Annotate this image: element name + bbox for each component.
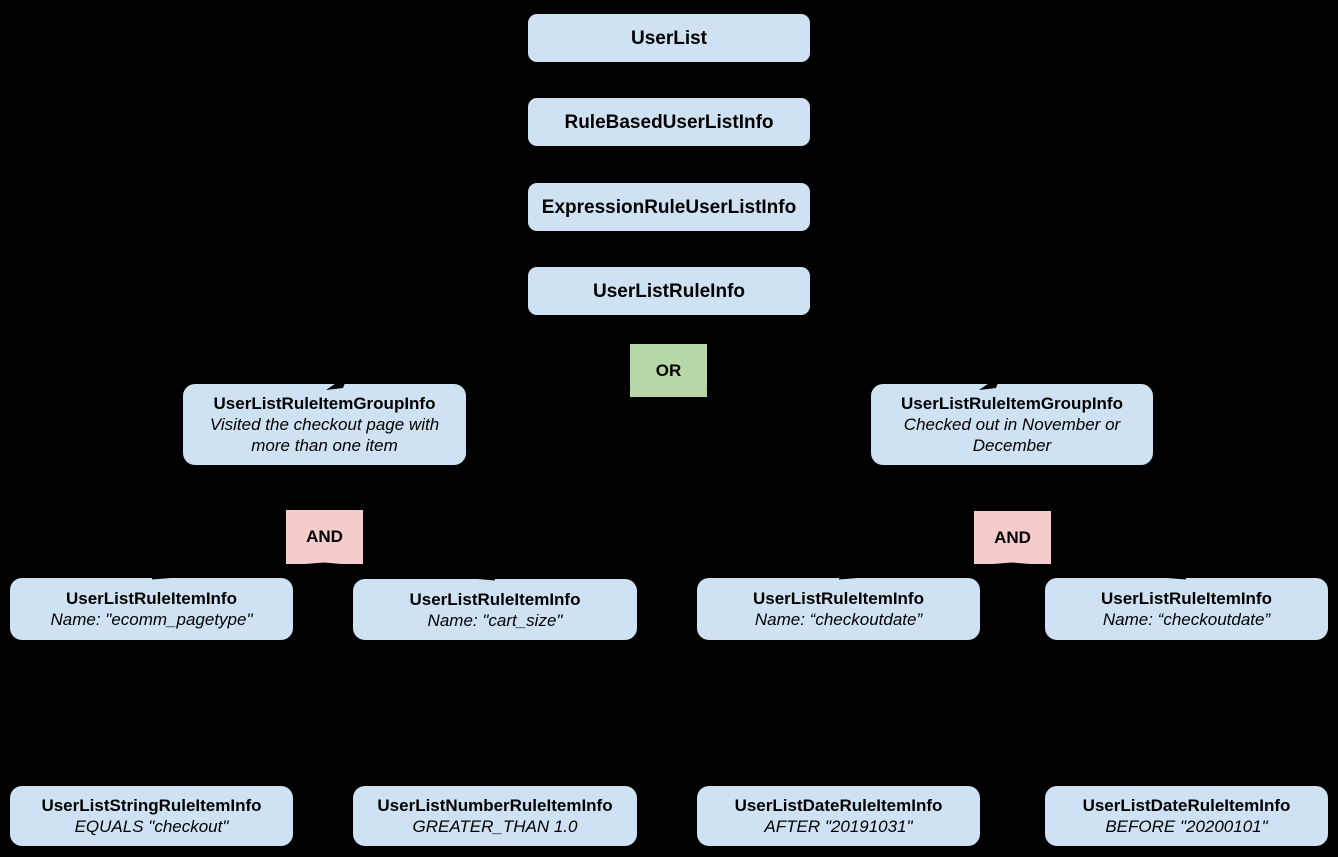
node-rule-item-group-left-description: Visited the checkout page with more than… [209, 415, 440, 455]
node-userlist: UserList [528, 14, 810, 62]
or-operator-label: OR [655, 360, 682, 380]
node-rule-item-checkoutdate-after-label: UserListRuleItemInfo [753, 589, 924, 608]
node-rule-item-checkoutdate-before-description: Name: “checkoutdate” [1102, 610, 1271, 629]
node-expression-rule-user-list-info: ExpressionRuleUserListInfo [528, 183, 810, 231]
node-rule-item-cart-size: UserListRuleItemInfo Name: "cart_size" [353, 579, 637, 640]
node-rule-based-user-list-info: RuleBasedUserListInfo [528, 98, 810, 146]
node-rule-item-group-right-description: Checked out in November or December [903, 415, 1121, 455]
node-number-rule-item-label: UserListNumberRuleItemInfo [377, 796, 613, 815]
node-rule-item-group-right: UserListRuleItemGroupInfo Checked out in… [871, 384, 1153, 465]
node-userlist-label: UserList [630, 27, 708, 49]
and-operator-right-box: AND [974, 511, 1051, 564]
node-rule-item-checkoutdate-before: UserListRuleItemInfo Name: “checkoutdate… [1045, 578, 1328, 640]
and-operator-right-label: AND [994, 527, 1031, 547]
node-rule-item-group-left-label: UserListRuleItemGroupInfo [213, 394, 436, 413]
node-date-rule-item-before-label: UserListDateRuleItemInfo [1082, 796, 1291, 815]
and-operator-left-label: AND [306, 527, 343, 546]
node-number-rule-item: UserListNumberRuleItemInfo GREATER_THAN … [353, 786, 637, 846]
node-rule-item-checkoutdate-after: UserListRuleItemInfo Name: “checkoutdate… [697, 578, 980, 640]
or-operator-box: OR [630, 344, 707, 397]
node-rule-based-user-list-info-label: RuleBasedUserListInfo [564, 111, 774, 133]
node-rule-item-checkoutdate-before-label: UserListRuleItemInfo [1101, 589, 1272, 608]
node-date-rule-item-after-label: UserListDateRuleItemInfo [734, 796, 943, 815]
and-operator-left-box: AND [286, 510, 363, 564]
node-user-list-rule-info: UserListRuleInfo [528, 267, 810, 315]
node-rule-item-cart-size-description: Name: "cart_size" [427, 610, 563, 630]
node-number-rule-item-description: GREATER_THAN 1.0 [412, 817, 578, 836]
node-string-rule-item-label: UserListStringRuleItemInfo [41, 796, 262, 815]
node-date-rule-item-after-description: AFTER "20191031" [764, 817, 913, 836]
node-date-rule-item-before: UserListDateRuleItemInfo BEFORE "2020010… [1045, 786, 1328, 846]
node-date-rule-item-before-description: BEFORE "20200101" [1105, 817, 1268, 836]
node-date-rule-item-after: UserListDateRuleItemInfo AFTER "20191031… [697, 786, 980, 846]
node-string-rule-item-description: EQUALS "checkout" [74, 817, 229, 836]
node-rule-item-group-right-label: UserListRuleItemGroupInfo [901, 394, 1123, 413]
node-user-list-rule-info-label: UserListRuleInfo [592, 280, 746, 302]
node-rule-item-ecomm-pagetype-label: UserListRuleItemInfo [66, 589, 237, 608]
node-rule-item-cart-size-label: UserListRuleItemInfo [409, 589, 581, 609]
node-rule-item-ecomm-pagetype: UserListRuleItemInfo Name: "ecomm_pagety… [10, 578, 293, 640]
node-expression-rule-user-list-info-label: ExpressionRuleUserListInfo [541, 196, 797, 218]
node-rule-item-checkoutdate-after-description: Name: “checkoutdate” [754, 610, 923, 629]
node-rule-item-ecomm-pagetype-description: Name: "ecomm_pagetype" [50, 610, 253, 629]
node-rule-item-group-left: UserListRuleItemGroupInfo Visited the ch… [183, 384, 466, 465]
node-string-rule-item: UserListStringRuleItemInfo EQUALS "check… [10, 786, 293, 846]
